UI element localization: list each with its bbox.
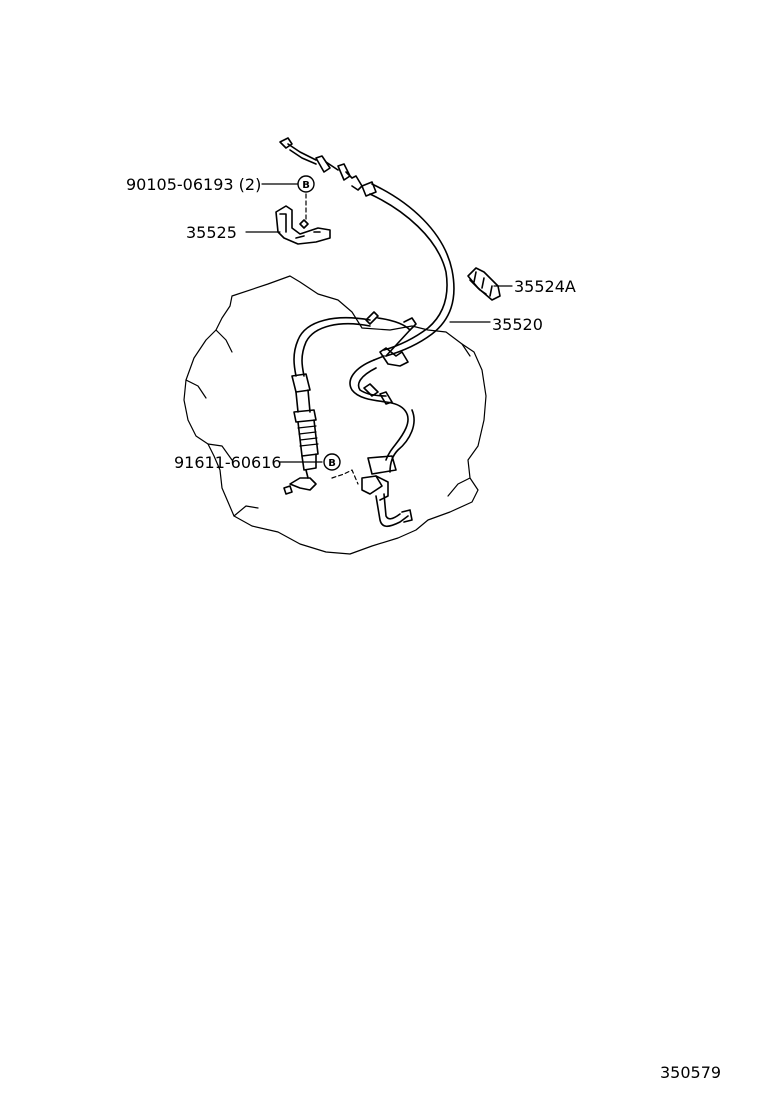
- pin-indication-line: [331, 469, 359, 485]
- badge-b-bottom: B: [323, 453, 341, 471]
- label-pin: 91611-60616: [174, 453, 282, 472]
- bracket-35525: [275, 205, 331, 245]
- transmission-housing: [183, 275, 487, 555]
- document-number: 350579: [660, 1063, 721, 1082]
- label-bracket: 35525: [186, 223, 237, 242]
- badge-b-top-letter: B: [302, 180, 310, 191]
- clip-35524a: [467, 267, 501, 301]
- label-cable: 35520: [492, 315, 543, 334]
- label-clip: 35524A: [514, 277, 576, 296]
- badge-b-top: B: [297, 175, 315, 193]
- badge-b-bottom-letter: B: [328, 458, 336, 469]
- control-cable: [279, 137, 455, 528]
- label-bolt: 90105-06193 (2): [126, 175, 261, 194]
